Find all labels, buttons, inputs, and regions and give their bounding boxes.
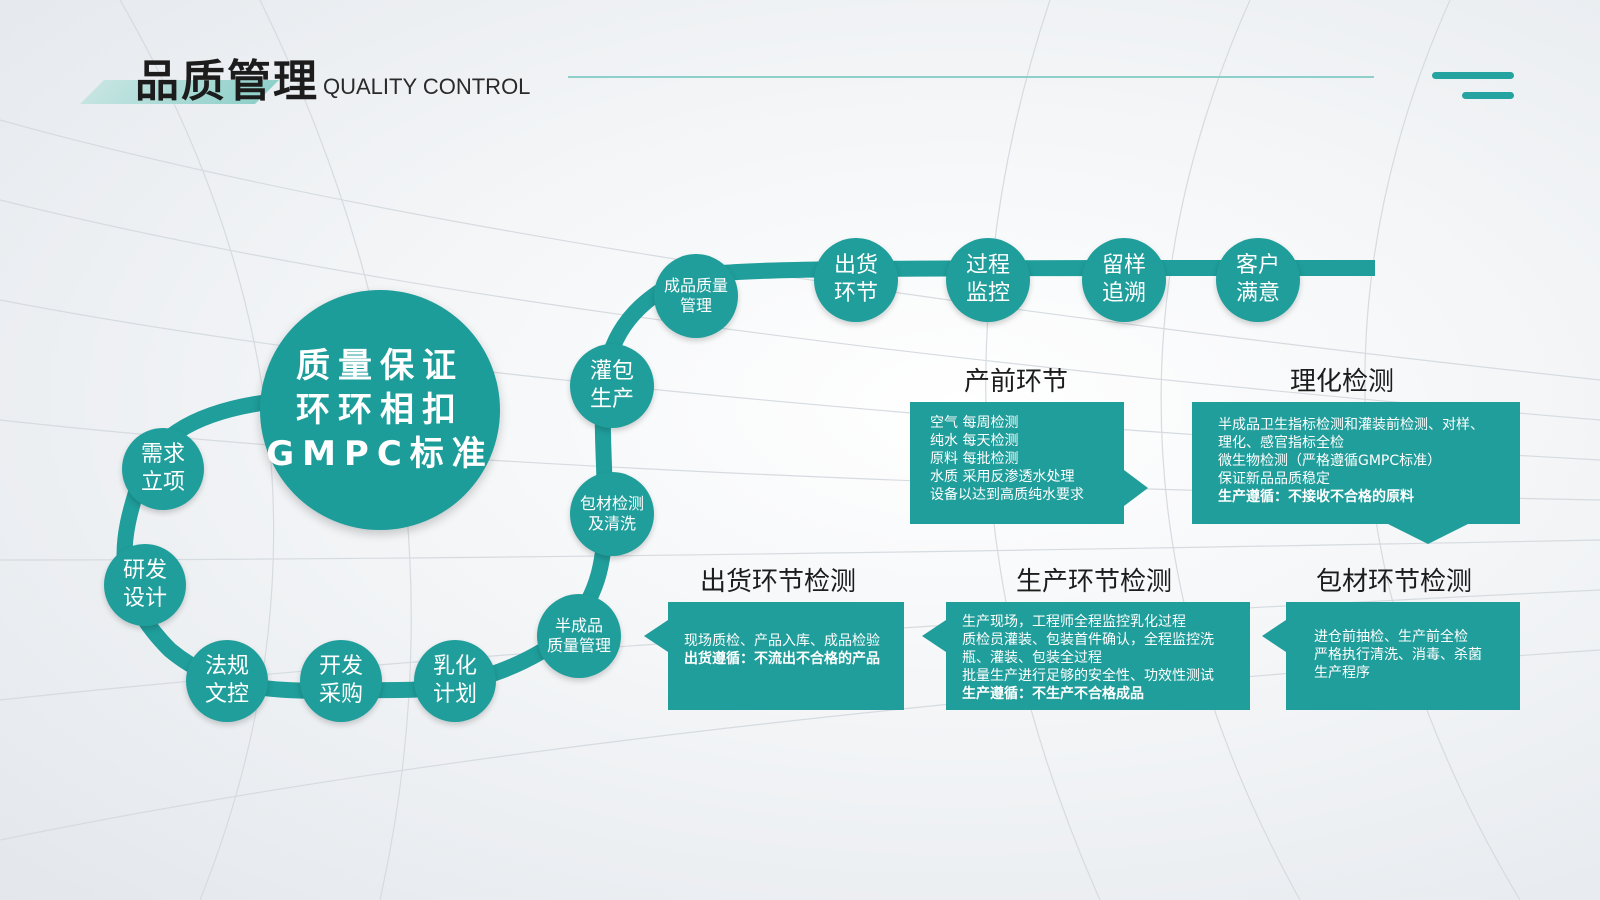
shengchan-line: 生产现场，工程师全程监控乳化过程 <box>962 614 1186 630</box>
section-title-chuhuo: 出货环节检测 <box>700 567 857 597</box>
baocai-pointer <box>1262 620 1286 652</box>
chanqian-line: 纯水 每天检测 <box>930 433 1019 449</box>
node-chuhuo[interactable]: 出货 环节 <box>814 238 898 322</box>
page-subtitle: QUALITY CONTROL <box>323 74 531 99</box>
section-box-chuhuo: 现场质检、产品入库、成品检验 出货遵循：不流出不合格的产品 <box>668 602 904 710</box>
quality-hub-circle: 质量保证 环环相扣 GMPC标准 <box>260 290 500 530</box>
chanqian-line: 水质 采用反渗透水处理 <box>930 469 1075 485</box>
node-ruhua[interactable]: 乳化 计划 <box>414 640 496 722</box>
lihua-line: 保证新品品质稳定 <box>1218 471 1330 487</box>
baocai-line: 进仓前抽检、生产前全检 <box>1314 629 1468 645</box>
node-guanbao[interactable]: 灌包 生产 <box>570 344 654 428</box>
node-baocai[interactable]: 包材检测 及清洗 <box>570 472 654 556</box>
node-fagui[interactable]: 法规 文控 <box>186 640 268 722</box>
node-kaifa[interactable]: 开发 采购 <box>300 640 382 722</box>
baocai-line: 生产程序 <box>1314 665 1370 681</box>
section-box-baocai: 进仓前抽检、生产前全检 严格执行清洗、消毒、杀菌 生产程序 <box>1286 602 1520 710</box>
section-title-lihua: 理化检测 <box>1290 367 1395 397</box>
lihua-line: 微生物检测（严格遵循GMPC标准） <box>1218 453 1442 469</box>
shengchan-pointer <box>922 620 946 652</box>
chanqian-pointer <box>1124 470 1148 506</box>
chuhuo-rule: 出货遵循：不流出不合格的产品 <box>684 651 880 667</box>
node-guocheng[interactable]: 过程 监控 <box>946 238 1030 322</box>
shengchan-line: 质检员灌装、包装首件确认，全程监控洗 <box>962 632 1214 648</box>
header-divider <box>568 76 1374 78</box>
shengchan-rule: 生产遵循：不生产不合格成品 <box>962 686 1144 702</box>
node-liuyang[interactable]: 留样 追溯 <box>1082 238 1166 322</box>
section-box-chanqian: 空气 每周检测 纯水 每天检测 原料 每批检测 水质 采用反渗透水处理 设备以达… <box>910 402 1124 524</box>
lihua-rule: 生产遵循：不接收不合格的原料 <box>1218 489 1414 505</box>
page-title: 品质管理 <box>135 56 319 107</box>
chanqian-line: 原料 每批检测 <box>930 451 1019 467</box>
node-yanfa[interactable]: 研发 设计 <box>104 544 186 626</box>
section-box-shengchan: 生产现场，工程师全程监控乳化过程 质检员灌装、包装首件确认，全程监控洗 瓶、灌装… <box>946 602 1250 710</box>
lihua-pointer <box>1388 524 1468 544</box>
chanqian-line: 空气 每周检测 <box>930 415 1019 431</box>
lihua-line: 理化、感官指标全检 <box>1218 435 1344 451</box>
lihua-line: 半成品卫生指标检测和灌装前检测、对样、 <box>1218 417 1484 433</box>
node-banchengpin[interactable]: 半成品 质量管理 <box>537 594 621 678</box>
chuhuo-pointer <box>644 620 668 652</box>
shengchan-line: 瓶、灌装、包装全过程 <box>962 650 1102 666</box>
chanqian-line: 设备以达到高质纯水要求 <box>930 487 1084 503</box>
section-title-shengchan: 生产环节检测 <box>1016 567 1173 597</box>
baocai-line: 严格执行清洗、消毒、杀菌 <box>1314 647 1482 663</box>
menu-icon <box>1432 72 1514 102</box>
node-kehu[interactable]: 客户 满意 <box>1216 238 1300 322</box>
shengchan-line: 批量生产进行足够的安全性、功效性测试 <box>962 668 1214 684</box>
node-xuqiu[interactable]: 需求 立项 <box>122 428 204 510</box>
section-title-baocai: 包材环节检测 <box>1316 567 1473 597</box>
section-box-lihua: 半成品卫生指标检测和灌装前检测、对样、 理化、感官指标全检 微生物检测（严格遵循… <box>1192 402 1520 524</box>
section-title-chanqian: 产前环节 <box>964 367 1069 397</box>
node-chengpin[interactable]: 成品质量 管理 <box>654 254 738 338</box>
chuhuo-line: 现场质检、产品入库、成品检验 <box>684 633 880 649</box>
